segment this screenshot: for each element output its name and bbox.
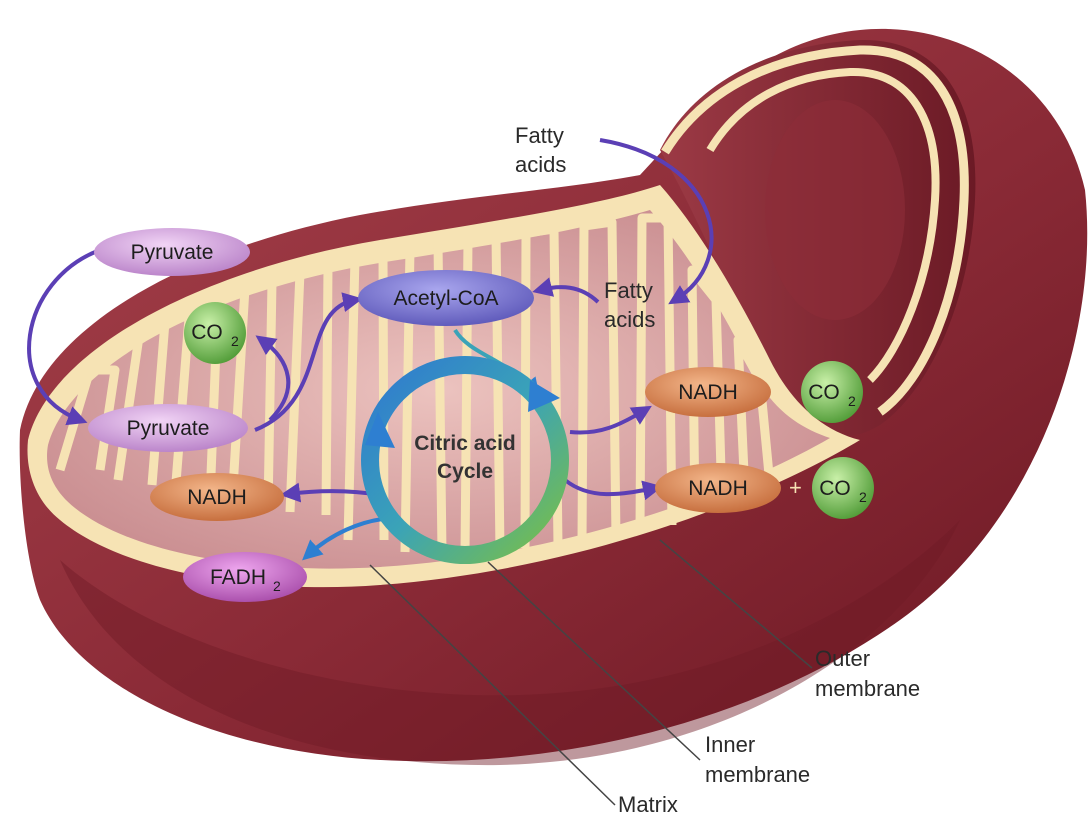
co2-right-top-label: CO — [808, 381, 840, 404]
outer-membrane-label-line1: Outer — [815, 646, 870, 671]
fadh-label: FADH — [210, 566, 266, 589]
co2-right-bottom-subscript: 2 — [859, 489, 867, 505]
nadh-right-bottom-label: NADH — [688, 477, 748, 500]
pyruvate-inner-node: Pyruvate — [88, 404, 248, 452]
outer-membrane-label-line2: membrane — [815, 676, 920, 701]
co2-right-top-subscript: 2 — [848, 393, 856, 409]
fatty-acids-inner-line1: Fatty — [604, 278, 653, 303]
pyruvate-outer-node: Pyruvate — [94, 228, 250, 276]
co2-right-top-node: CO 2 — [801, 361, 863, 423]
fatty-acids-outer-line2: acids — [515, 152, 566, 177]
plus-bottom: + — [789, 475, 802, 500]
nadh-left-node: NADH — [150, 473, 284, 521]
co2-left-subscript: 2 — [231, 333, 239, 349]
pyruvate-inner-label: Pyruvate — [127, 417, 210, 440]
pyruvate-outer-label: Pyruvate — [131, 241, 214, 264]
cycle-label-line1: Citric acid — [414, 432, 516, 455]
fatty-acids-inner-line2: acids — [604, 307, 655, 332]
inner-membrane-label-line1: Inner — [705, 732, 755, 757]
cycle-label-line2: Cycle — [437, 460, 493, 483]
inner-membrane-label-line2: membrane — [705, 762, 810, 787]
fadh2-node: FADH 2 — [183, 552, 307, 602]
nadh-left-label: NADH — [187, 486, 247, 509]
nadh-right-top-node: NADH — [645, 367, 771, 417]
co2-left-label: CO — [191, 321, 223, 344]
co2-right-bottom-label: CO — [819, 477, 851, 500]
co2-right-bottom-node: CO 2 — [812, 457, 874, 519]
fadh-subscript: 2 — [273, 578, 281, 594]
nadh-right-bottom-node: NADH — [655, 463, 781, 513]
acetyl-coa-label: Acetyl-CoA — [393, 287, 498, 310]
acetyl-coa-node: Acetyl-CoA — [358, 270, 534, 326]
matrix-label: Matrix — [618, 792, 678, 817]
plus-top: + — [776, 379, 789, 404]
nadh-right-top-label: NADH — [678, 381, 738, 404]
co2-left-node: CO 2 — [184, 302, 246, 364]
fatty-acids-outer-line1: Fatty — [515, 123, 564, 148]
